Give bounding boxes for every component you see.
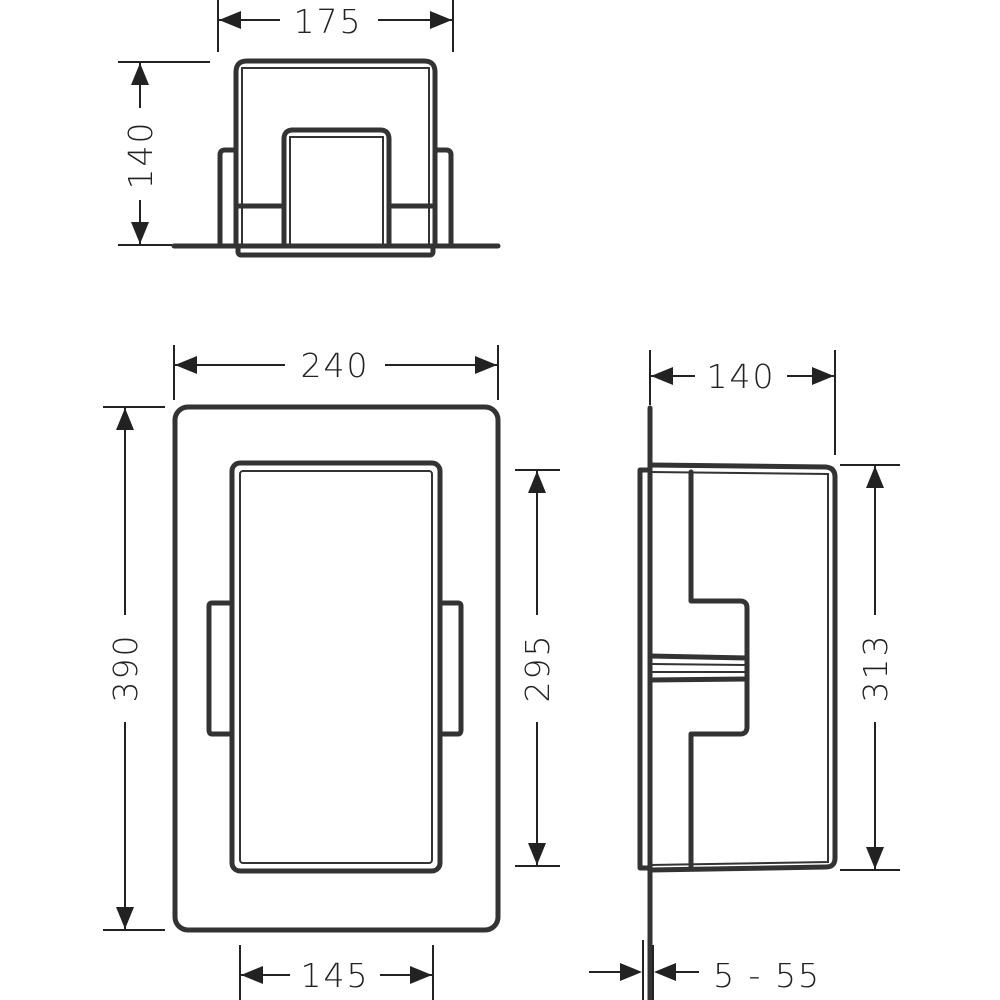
dim-inner-width-arrowhead: [241, 966, 263, 984]
dim-top-depth-arrowhead: [131, 222, 149, 244]
dim-top-depth-arrowhead: [131, 63, 149, 85]
dim-front-width-arrowhead: [475, 356, 497, 374]
top-view-left-tab: [217, 147, 239, 248]
dim-inner-height-arrowhead: [528, 471, 546, 493]
dim-wall-thickness-arrowhead: [654, 963, 676, 981]
top-view-right-tab: [432, 147, 454, 248]
front-view: [172, 404, 501, 933]
dim-side-height-arrowhead: [866, 466, 884, 488]
front-view-niche-opening: [229, 460, 443, 874]
dim-front-width-arrowhead: [175, 356, 197, 374]
dim-inner-width-label: 145: [301, 956, 370, 995]
dim-inner-height-label: 295: [518, 634, 557, 703]
dim-top-width-arrowhead: [430, 11, 452, 29]
front-view-right-tab: [437, 600, 464, 737]
dim-top-width-label: 175: [294, 2, 363, 41]
dimension-lines: [103, 0, 900, 1000]
dim-front-height-arrowhead: [116, 408, 134, 430]
side-view: [637, 405, 838, 1000]
dim-side-depth-arrowhead: [651, 367, 673, 385]
front-view-left-tab: [206, 600, 235, 737]
dim-side-depth-label: 140: [707, 357, 776, 396]
dim-side-depth-arrowhead: [812, 367, 834, 385]
dim-side-height-label: 313: [856, 634, 895, 703]
side-view-step: [688, 469, 750, 869]
side-view-box: [647, 462, 838, 873]
dim-top-depth-label: 140: [121, 121, 160, 190]
dim-inner-height-arrowhead: [528, 843, 546, 865]
side-view-flange: [637, 467, 653, 871]
top-view-outer-box: [233, 58, 438, 248]
top-view-bottom-flange: [235, 243, 436, 258]
dim-front-height-arrowhead: [116, 907, 134, 929]
top-view-inner-box: [281, 127, 392, 248]
dim-side-height-arrowhead: [866, 847, 884, 869]
dim-wall-thickness-label: 5 - 55: [713, 956, 821, 995]
dim-front-width-label: 240: [301, 346, 370, 385]
dim-inner-width-arrowhead: [410, 966, 432, 984]
top-view: [171, 58, 501, 258]
dim-front-height-label: 390: [106, 634, 145, 703]
dim-top-width-arrowhead: [219, 11, 241, 29]
dim-wall-thickness-arrowhead: [620, 963, 642, 981]
front-view-cover-plate: [172, 404, 501, 933]
